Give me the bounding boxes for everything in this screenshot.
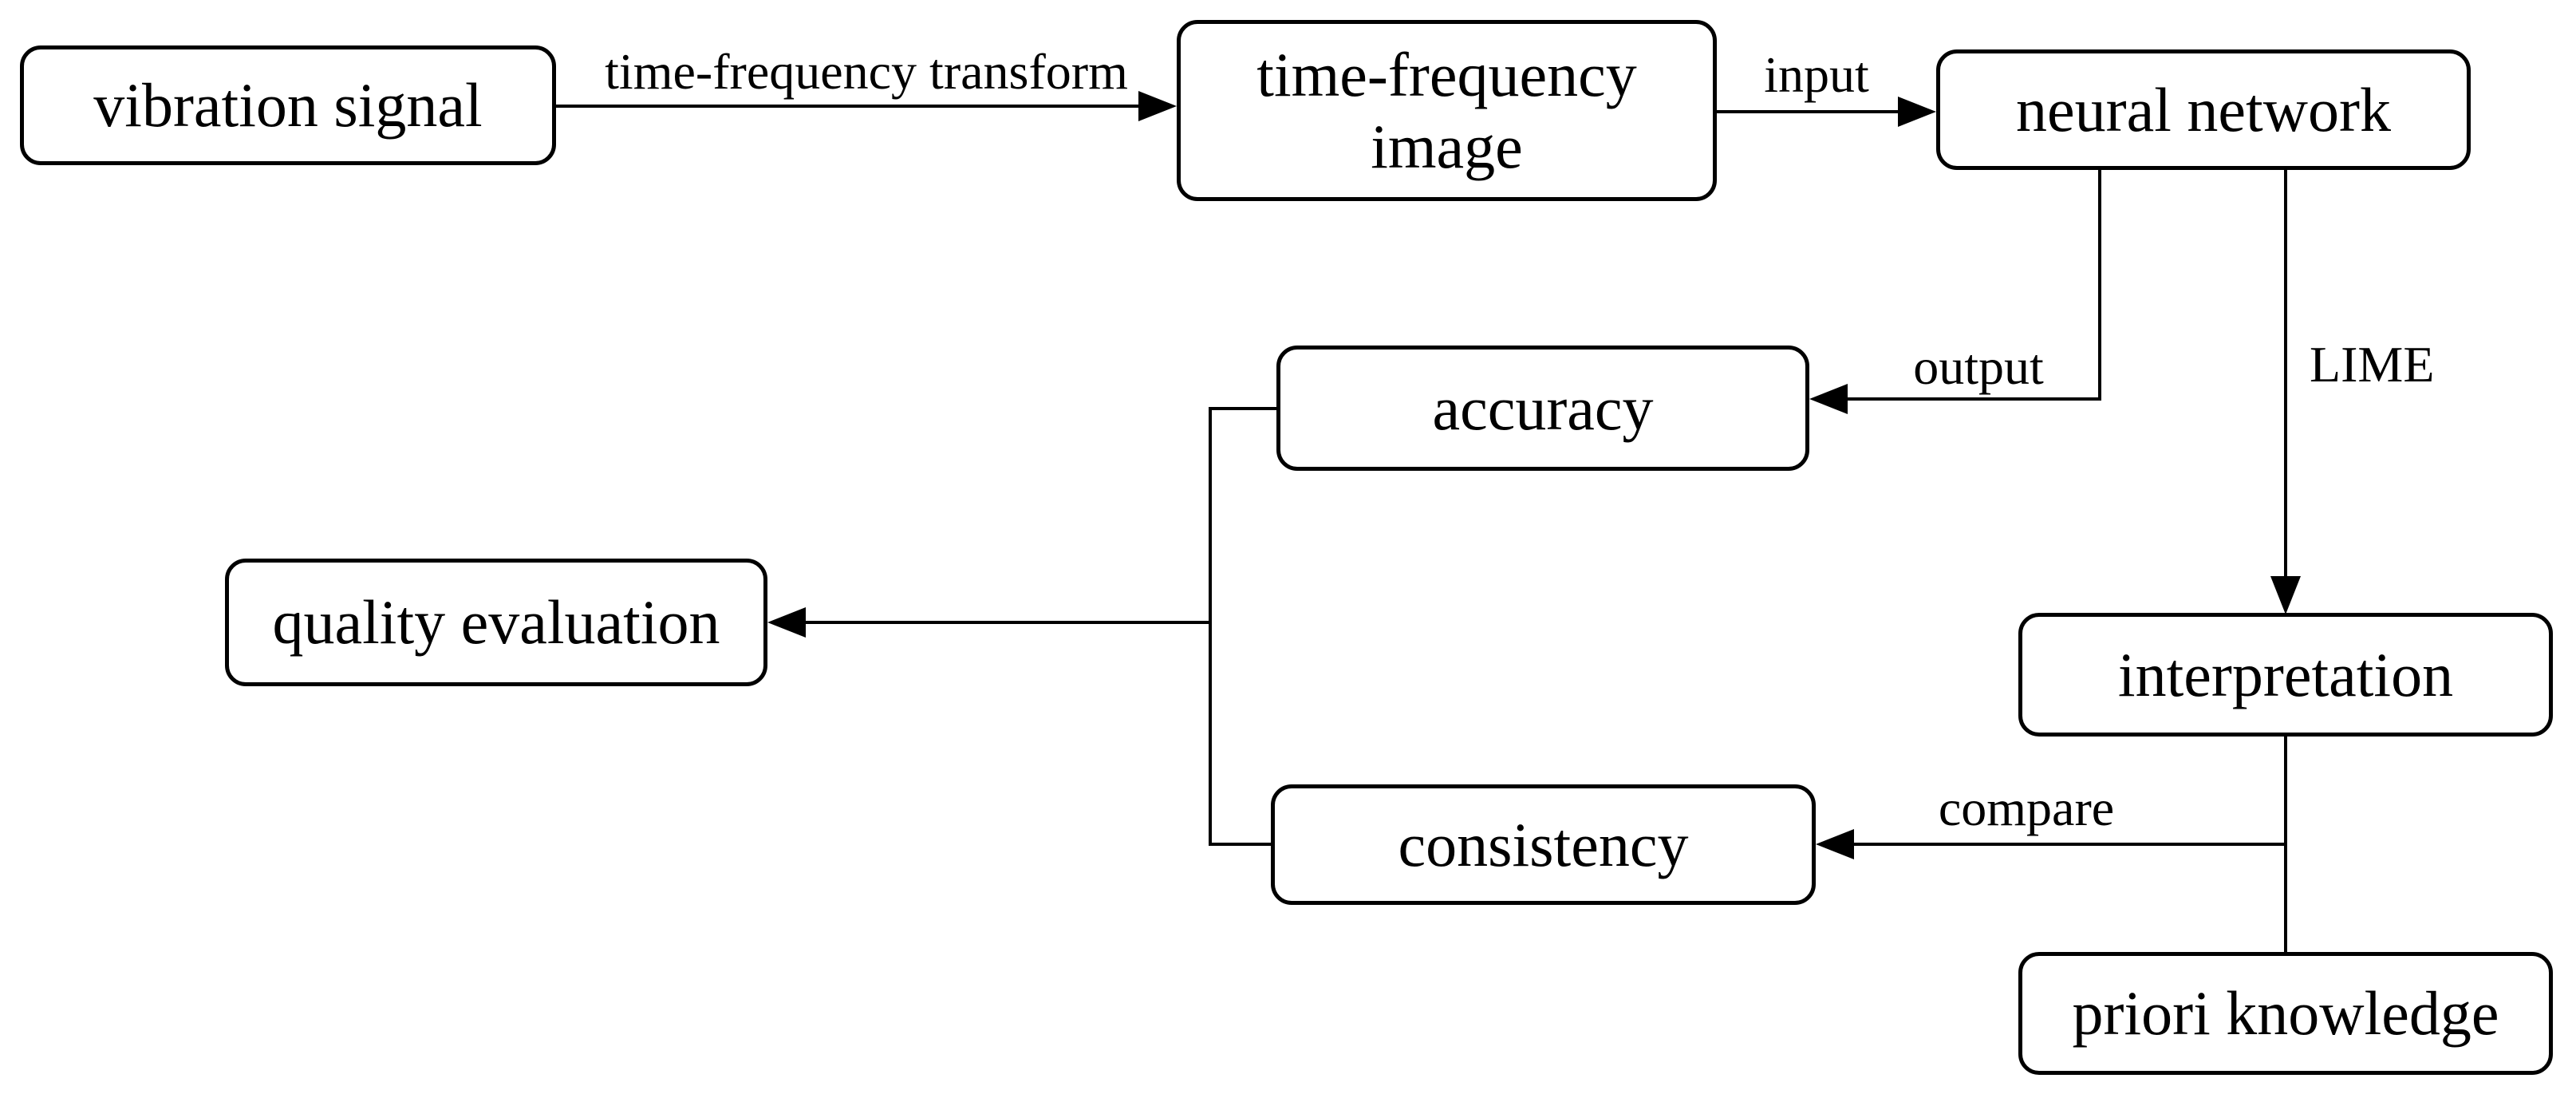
edge-output-vertical-line bbox=[2098, 168, 2101, 401]
arrowhead-into-consistency bbox=[1816, 829, 1854, 859]
node-accuracy-label: accuracy bbox=[1432, 373, 1654, 443]
node-quality-evaluation-label: quality evaluation bbox=[272, 587, 720, 658]
edge-label-output: output bbox=[1913, 338, 2044, 395]
edge-quality-evaluation-line bbox=[803, 621, 1212, 624]
node-interpretation: interpretation bbox=[2018, 613, 2553, 737]
node-quality-evaluation: quality evaluation bbox=[225, 559, 767, 686]
edge-lime-line bbox=[2284, 168, 2287, 578]
edge-consistency-stub-line bbox=[1210, 843, 1272, 846]
edge-label-input: input bbox=[1764, 46, 1869, 103]
node-time-frequency-image-line2: image bbox=[1371, 111, 1523, 181]
node-interpretation-label: interpretation bbox=[2117, 639, 2454, 709]
node-neural-network-label: neural network bbox=[2016, 74, 2391, 144]
node-time-frequency-image-line1: time-frequency bbox=[1256, 39, 1637, 109]
edge-compare-line bbox=[1851, 843, 2287, 846]
arrowhead-into-neural-network bbox=[1898, 97, 1936, 127]
edge-tf-transform-line bbox=[556, 105, 1142, 108]
edge-evaluation-spine-line bbox=[1209, 407, 1212, 846]
node-priori-knowledge-label: priori knowledge bbox=[2072, 978, 2499, 1049]
node-consistency-label: consistency bbox=[1398, 809, 1689, 879]
edge-accuracy-stub-line bbox=[1210, 407, 1278, 410]
arrowhead-into-time-frequency-image bbox=[1138, 91, 1177, 121]
node-neural-network: neural network bbox=[1936, 49, 2471, 170]
node-time-frequency-image: time-frequency image bbox=[1177, 20, 1717, 201]
node-vibration-signal-label: vibration signal bbox=[93, 70, 483, 140]
node-vibration-signal: vibration signal bbox=[20, 45, 556, 165]
edge-output-horizontal-line bbox=[1844, 397, 2101, 401]
edge-label-compare: compare bbox=[1938, 780, 2115, 836]
arrowhead-into-interpretation bbox=[2270, 576, 2301, 614]
edge-label-lime: LIME bbox=[2310, 336, 2435, 393]
arrowhead-into-quality-evaluation bbox=[767, 607, 806, 638]
edge-label-time-frequency-transform: time-frequency transform bbox=[605, 43, 1128, 100]
node-priori-knowledge: priori knowledge bbox=[2018, 952, 2553, 1075]
node-accuracy: accuracy bbox=[1276, 346, 1809, 471]
arrowhead-into-accuracy bbox=[1809, 384, 1848, 414]
edge-input-line bbox=[1717, 110, 1901, 113]
node-time-frequency-image-label: time-frequency image bbox=[1256, 39, 1636, 182]
node-consistency: consistency bbox=[1271, 784, 1816, 905]
